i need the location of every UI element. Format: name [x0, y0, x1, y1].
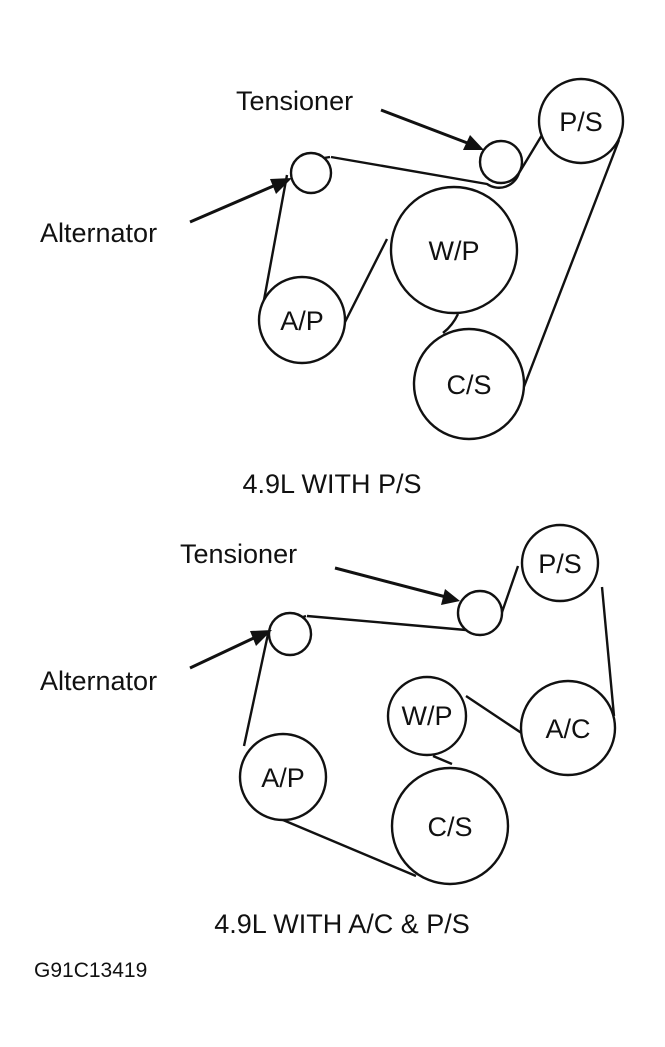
arrow-alternator-bottom: [189, 634, 259, 670]
caption-top: 4.9L WITH P/S: [242, 469, 421, 499]
pulley-cs-top: [412, 327, 526, 441]
arrowhead-tensioner-bottom: [441, 589, 460, 605]
figure-code: G91C13419: [34, 959, 147, 982]
pulley-wp-top: [389, 185, 519, 315]
callout-tensioner-bottom: Tensioner: [180, 539, 297, 569]
pulley-ap-bottom: [238, 732, 328, 822]
pulley-label-wp-bottom: W/P: [402, 701, 453, 731]
callout-alternator-bottom: Alternator: [40, 666, 157, 696]
arrowhead-alternator-top: [270, 178, 292, 194]
pulley-ps-bottom: [520, 523, 600, 603]
arrow-tensioner-top: [380, 108, 471, 146]
callout-alternator-top: Alternator: [40, 218, 157, 248]
arrowhead-alternator-bottom: [250, 630, 272, 646]
diagram-with-ac-ps: P/S W/P A/C A/P C/S Tensioner Alternator…: [40, 523, 617, 939]
serpentine-belt-top: [262, 134, 621, 398]
arrow-tensioner-bottom: [334, 566, 447, 599]
pulley-tensioner-bottom: [456, 589, 504, 637]
caption-bottom: 4.9L WITH A/C & P/S: [214, 909, 470, 939]
pulley-label-cs-bottom: C/S: [427, 812, 472, 842]
pulley-label-ps-top: P/S: [559, 107, 603, 137]
callout-tensioner-top: Tensioner: [236, 86, 353, 116]
pulley-label-ap-top: A/P: [280, 306, 324, 336]
pulley-ps-top: [537, 77, 625, 165]
pulley-label-ap-bottom: A/P: [261, 763, 305, 793]
diagram-with-ps: P/S W/P A/P C/S Tensioner Alternator 4.9…: [40, 77, 625, 499]
pulley-wp-bottom: [386, 675, 468, 757]
pulley-label-wp-top: W/P: [429, 236, 480, 266]
pulley-alternator-bottom: [267, 611, 313, 657]
arrowhead-tensioner-top: [463, 135, 484, 150]
pulley-cs-bottom: [390, 766, 510, 886]
pulley-label-ac-bottom: A/C: [545, 714, 590, 744]
pulley-label-cs-top: C/S: [446, 370, 491, 400]
pulley-ap-top: [257, 275, 347, 365]
pulley-ac-bottom: [519, 679, 617, 777]
pulley-label-ps-bottom: P/S: [538, 549, 582, 579]
pulley-tensioner-top: [478, 139, 524, 185]
pulley-alternator-top: [289, 151, 333, 195]
arrow-alternator-top: [189, 182, 279, 224]
